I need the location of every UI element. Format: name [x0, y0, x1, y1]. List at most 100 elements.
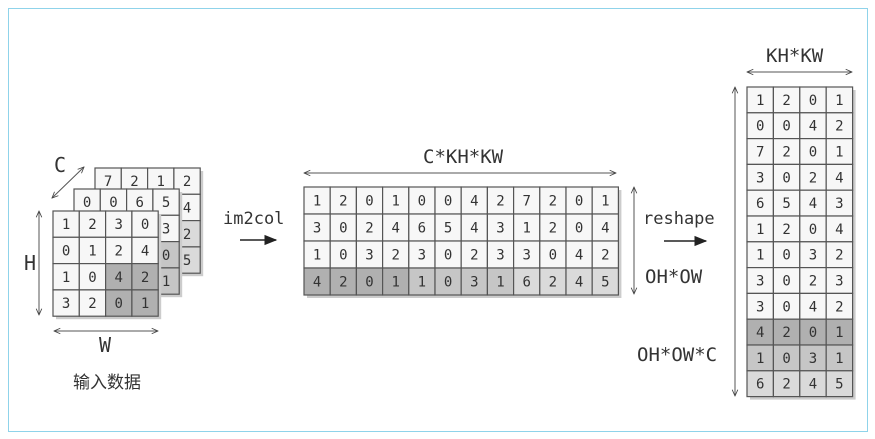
reshape-cell-value: 2	[835, 119, 843, 135]
im2col-cell-value: 3	[496, 248, 504, 264]
reshape-cell-value: 3	[809, 351, 817, 367]
im2col-cell	[512, 267, 541, 296]
im2col-cell-value: 2	[496, 194, 504, 210]
im2col-cell-value: 4	[575, 248, 583, 264]
reshape-cell	[825, 112, 854, 140]
input-back-cell-value: 1	[157, 174, 165, 190]
reshape-rows-label: OH*OW*C	[637, 344, 718, 366]
im2col-cell	[460, 240, 489, 269]
reshape-cell	[825, 318, 854, 346]
im2col-cell-value: 2	[601, 248, 609, 264]
im2col-cell-value: 1	[313, 194, 321, 210]
h-label: H	[24, 251, 37, 275]
input-front-cell-value: 2	[88, 296, 96, 312]
im2col-cell-value: 2	[391, 248, 399, 264]
input-middle-cell-value: 6	[136, 195, 144, 211]
reshape-cell-value: 0	[782, 248, 790, 264]
reshape-cell-value: 0	[782, 299, 790, 315]
input-front-cell	[104, 210, 133, 238]
im2col-cell-value: 3	[313, 221, 321, 237]
reshape-cell-value: 1	[835, 351, 843, 367]
input-front-cell	[131, 289, 159, 317]
input-middle-cell-value: 5	[162, 195, 170, 211]
reshape-cell	[825, 370, 854, 398]
reshape-cell	[772, 189, 801, 217]
im2col-cell-value: 2	[470, 248, 478, 264]
im2col-cell	[539, 213, 567, 242]
im2col-cell-value: 6	[522, 275, 530, 291]
reshape-cell-value: 1	[756, 248, 764, 264]
input-front-cell	[131, 263, 159, 291]
reshape-cell	[825, 86, 854, 114]
reshape-cell	[825, 189, 854, 217]
im2col-cell	[408, 267, 436, 296]
reshape-cell-value: 1	[835, 145, 843, 161]
input-front-cell-value: 1	[62, 270, 70, 286]
reshape-cell-value: 3	[809, 248, 817, 264]
reshape-cell-value: 3	[835, 196, 843, 212]
input-front-cell-value: 0	[115, 296, 123, 312]
im2col-cell	[460, 186, 489, 215]
im2col-cell-value: 3	[522, 248, 530, 264]
input-middle-cell-value: 0	[109, 195, 117, 211]
im2col-cell-value: 3	[365, 248, 373, 264]
reshape-cell-value: 2	[809, 274, 817, 290]
reshape-cell-value: 6	[756, 196, 764, 212]
input-front-cell	[78, 210, 107, 238]
input-middle-cell-value: 3	[162, 221, 170, 237]
reshape-cell-value: 3	[835, 274, 843, 290]
im2col-cell-value: 4	[601, 221, 609, 237]
reshape-cell-value: 1	[756, 222, 764, 238]
input-front-cell-value: 0	[141, 217, 149, 233]
im2col-cell-value: 1	[522, 221, 530, 237]
im2col-cell	[408, 213, 436, 242]
im2col-cell-value: 2	[549, 221, 557, 237]
c-label: C	[54, 153, 67, 177]
im2col-cell-value: 4	[470, 221, 478, 237]
im2col-cell-value: 2	[549, 275, 557, 291]
reshape-cell-value: 0	[809, 93, 817, 109]
reshape-cell	[772, 163, 801, 191]
im2col-cell-value: 0	[575, 221, 583, 237]
im2col-cell-value: 0	[549, 248, 557, 264]
im2col-cell-value: 0	[444, 275, 452, 291]
im2col-cell	[303, 213, 331, 242]
im2col-cell-value: 3	[418, 248, 426, 264]
input-back-cell-value: 7	[104, 174, 112, 190]
im2col-cell-value: 6	[418, 221, 426, 237]
reshape-cell-value: 2	[782, 145, 790, 161]
im2col-cell	[355, 186, 384, 215]
input-back-cell-value: 2	[183, 174, 191, 190]
input-middle-cell-value: 0	[162, 248, 170, 264]
input-front-cell-value: 1	[141, 296, 149, 312]
im2col-cell-value: 0	[444, 248, 452, 264]
im2col-cell-value: 1	[601, 194, 609, 210]
im2col-cell-value: 1	[391, 194, 399, 210]
reshape-cell-value: 1	[835, 93, 843, 109]
reshape-cell	[772, 138, 801, 166]
im2col-cell-value: 0	[444, 194, 452, 210]
im2col-cell-value: 1	[496, 275, 504, 291]
input-front-cell-value: 1	[62, 217, 70, 233]
input-front-cell	[131, 210, 159, 238]
reshape-cell-value: 1	[835, 325, 843, 341]
im2col-cell-value: 2	[549, 194, 557, 210]
im2col-cell	[434, 186, 462, 215]
im2col-cell	[382, 186, 410, 215]
diagram-frame	[8, 8, 868, 432]
reshape-cell	[799, 241, 827, 269]
im2col-cell-value: 5	[601, 275, 609, 291]
im2col-cell-value: 0	[575, 194, 583, 210]
input-front-cell-value: 0	[88, 270, 96, 286]
kernel-width-label: KH*KW	[766, 45, 824, 67]
im2col-cell	[408, 186, 436, 215]
reshape-cell-value: 4	[809, 299, 817, 315]
im2col-cell-value: 1	[313, 248, 321, 264]
reshape-cell	[825, 267, 854, 295]
im2col-cell-value: 4	[575, 275, 583, 291]
im2col-cell-value: 4	[313, 275, 321, 291]
im2col-cell-value: 0	[339, 221, 347, 237]
reshape-cell-value: 2	[782, 325, 790, 341]
reshape-cell-value: 0	[782, 351, 790, 367]
